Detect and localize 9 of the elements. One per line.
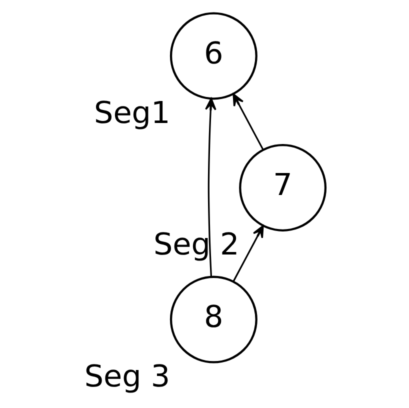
arrow: [232, 224, 264, 282]
node-circle: 7: [239, 144, 327, 231]
node-circle: 8: [170, 275, 258, 363]
arrow: [205, 97, 216, 276]
node-label: Seg1: [94, 95, 170, 130]
node-circle: 6: [170, 12, 258, 100]
node-label: Seg 2: [153, 227, 240, 262]
node-label: Seg 3: [84, 358, 170, 394]
arrow: [232, 92, 264, 150]
